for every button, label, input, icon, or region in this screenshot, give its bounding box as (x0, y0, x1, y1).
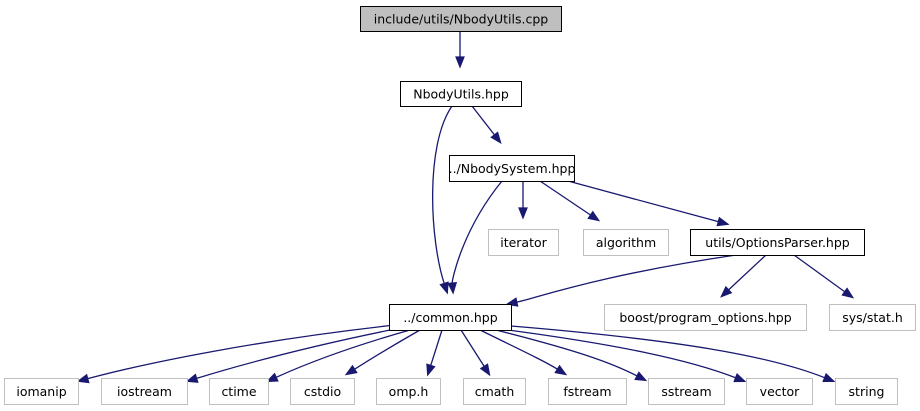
node-common-hpp[interactable]: ../common.hpp (389, 304, 512, 331)
node-nbodysystem-hpp[interactable]: ../NbodySystem.hpp (449, 155, 576, 182)
edge-line (471, 105, 495, 136)
edge-arrowhead (265, 372, 279, 383)
node-label-nbodyutils-hpp: NbodyUtils.hpp (413, 87, 509, 102)
node-boost-program-options: boost/program_options.hpp (604, 304, 807, 331)
node-sstream: sstream (648, 378, 725, 405)
edge-line (539, 180, 591, 216)
node-label-vector: vector (760, 384, 801, 399)
node-sys-stat-h: sys/stat.h (829, 304, 916, 331)
node-label-omp-h: omp.h (389, 384, 429, 399)
edges-layer (76, 31, 855, 384)
edge-nbodysystem-to-iterator (518, 181, 528, 220)
edge-common-to-cstdio (344, 329, 421, 376)
edge-common-to-sstream (495, 329, 648, 382)
node-vector: vector (746, 378, 813, 405)
node-ctime: ctime (209, 378, 269, 405)
edge-nbodysystem-to-algorithm (539, 180, 601, 222)
node-label-root: include/utils/NbodyUtils.cpp (374, 12, 549, 27)
node-label-iterator: iterator (500, 235, 547, 250)
edge-arrowhead (439, 281, 449, 295)
node-root[interactable]: include/utils/NbodyUtils.cpp (360, 6, 562, 32)
edge-arrowhead (518, 207, 528, 220)
edge-line (507, 329, 736, 379)
edge-optionsparser-to-boost (720, 254, 767, 298)
edge-common-to-iomanip (76, 324, 396, 384)
node-label-common-hpp: ../common.hpp (403, 310, 497, 325)
edge-nbodysystem-to-optionsparser (567, 180, 730, 227)
edge-line (87, 324, 396, 380)
edge-arrowhead (455, 56, 465, 69)
edge-arrowhead (344, 364, 358, 376)
edge-root-to-nbodyutils (455, 31, 465, 69)
edge-common-to-string (510, 325, 836, 383)
edge-line (460, 329, 485, 367)
node-label-boost-program-options: boost/program_options.hpp (619, 310, 791, 325)
edge-common-to-iostream (185, 327, 401, 383)
node-label-sstream: sstream (661, 384, 711, 399)
edge-arrowhead (490, 131, 502, 145)
edge-arrowhead (587, 210, 601, 222)
edge-line (432, 105, 453, 284)
node-label-cstdio: cstdio (304, 384, 341, 399)
edge-line (510, 325, 825, 379)
edge-arrowhead (479, 363, 491, 377)
node-fstream: fstream (548, 378, 627, 405)
node-label-cmath: cmath (475, 384, 515, 399)
node-label-optionsparser-hpp: utils/OptionsParser.hpp (705, 235, 850, 250)
edge-nbodyutils-to-nbodysystem (471, 105, 502, 145)
node-label-iostream: iostream (117, 384, 172, 399)
edge-arrowhead (76, 373, 90, 384)
node-label-sys-stat-h: sys/stat.h (842, 310, 903, 325)
edge-arrowhead (720, 285, 733, 298)
node-optionsparser-hpp[interactable]: utils/OptionsParser.hpp (690, 229, 865, 256)
node-nbodyutils-hpp[interactable]: NbodyUtils.hpp (400, 81, 522, 107)
node-iterator: iterator (488, 229, 559, 256)
edge-arrowhead (841, 287, 855, 299)
edge-nbodysystem-to-common (447, 180, 503, 295)
node-string: string (835, 378, 898, 405)
edge-line (430, 329, 443, 366)
edge-common-to-omp (426, 329, 443, 377)
edge-line (516, 254, 737, 303)
edge-arrowhead (447, 282, 458, 295)
edge-line (495, 329, 638, 377)
edge-line (728, 254, 767, 291)
node-label-string: string (849, 384, 885, 399)
node-label-fstream: fstream (563, 384, 611, 399)
node-label-iomanip: iomanip (16, 384, 66, 399)
edge-common-to-fstream (479, 329, 568, 376)
edge-line (793, 254, 846, 293)
edge-arrowhead (185, 373, 199, 383)
node-label-nbodysystem-hpp: ../NbodySystem.hpp (449, 161, 576, 176)
edge-line (479, 329, 558, 370)
edge-arrowhead (554, 364, 568, 376)
edge-arrowhead (634, 371, 648, 382)
edge-common-to-vector (507, 329, 747, 383)
edge-line (354, 329, 421, 370)
edge-common-to-cmath (460, 329, 491, 377)
node-iostream: iostream (101, 378, 188, 405)
edge-arrowhead (822, 372, 836, 383)
edge-optionsparser-to-sysstat (793, 254, 855, 299)
edge-line (451, 180, 503, 284)
edge-arrowhead (716, 216, 730, 227)
node-omp-h: omp.h (376, 378, 441, 405)
node-cstdio: cstdio (290, 378, 355, 405)
edge-common-to-ctime (265, 329, 411, 383)
node-cmath: cmath (463, 378, 526, 405)
nodes-layer: include/utils/NbodyUtils.cpp NbodyUtils.… (4, 6, 916, 405)
edge-line (196, 327, 401, 379)
edge-line (275, 329, 411, 378)
edge-line (567, 180, 719, 223)
node-iomanip: iomanip (4, 378, 79, 405)
node-algorithm: algorithm (583, 229, 669, 256)
edge-arrowhead (426, 363, 436, 377)
edge-optionsparser-to-common (505, 254, 737, 307)
node-label-algorithm: algorithm (596, 235, 656, 250)
edge-nbodyutils-to-common (432, 105, 453, 295)
node-label-ctime: ctime (221, 384, 256, 399)
edge-arrowhead (733, 372, 747, 383)
